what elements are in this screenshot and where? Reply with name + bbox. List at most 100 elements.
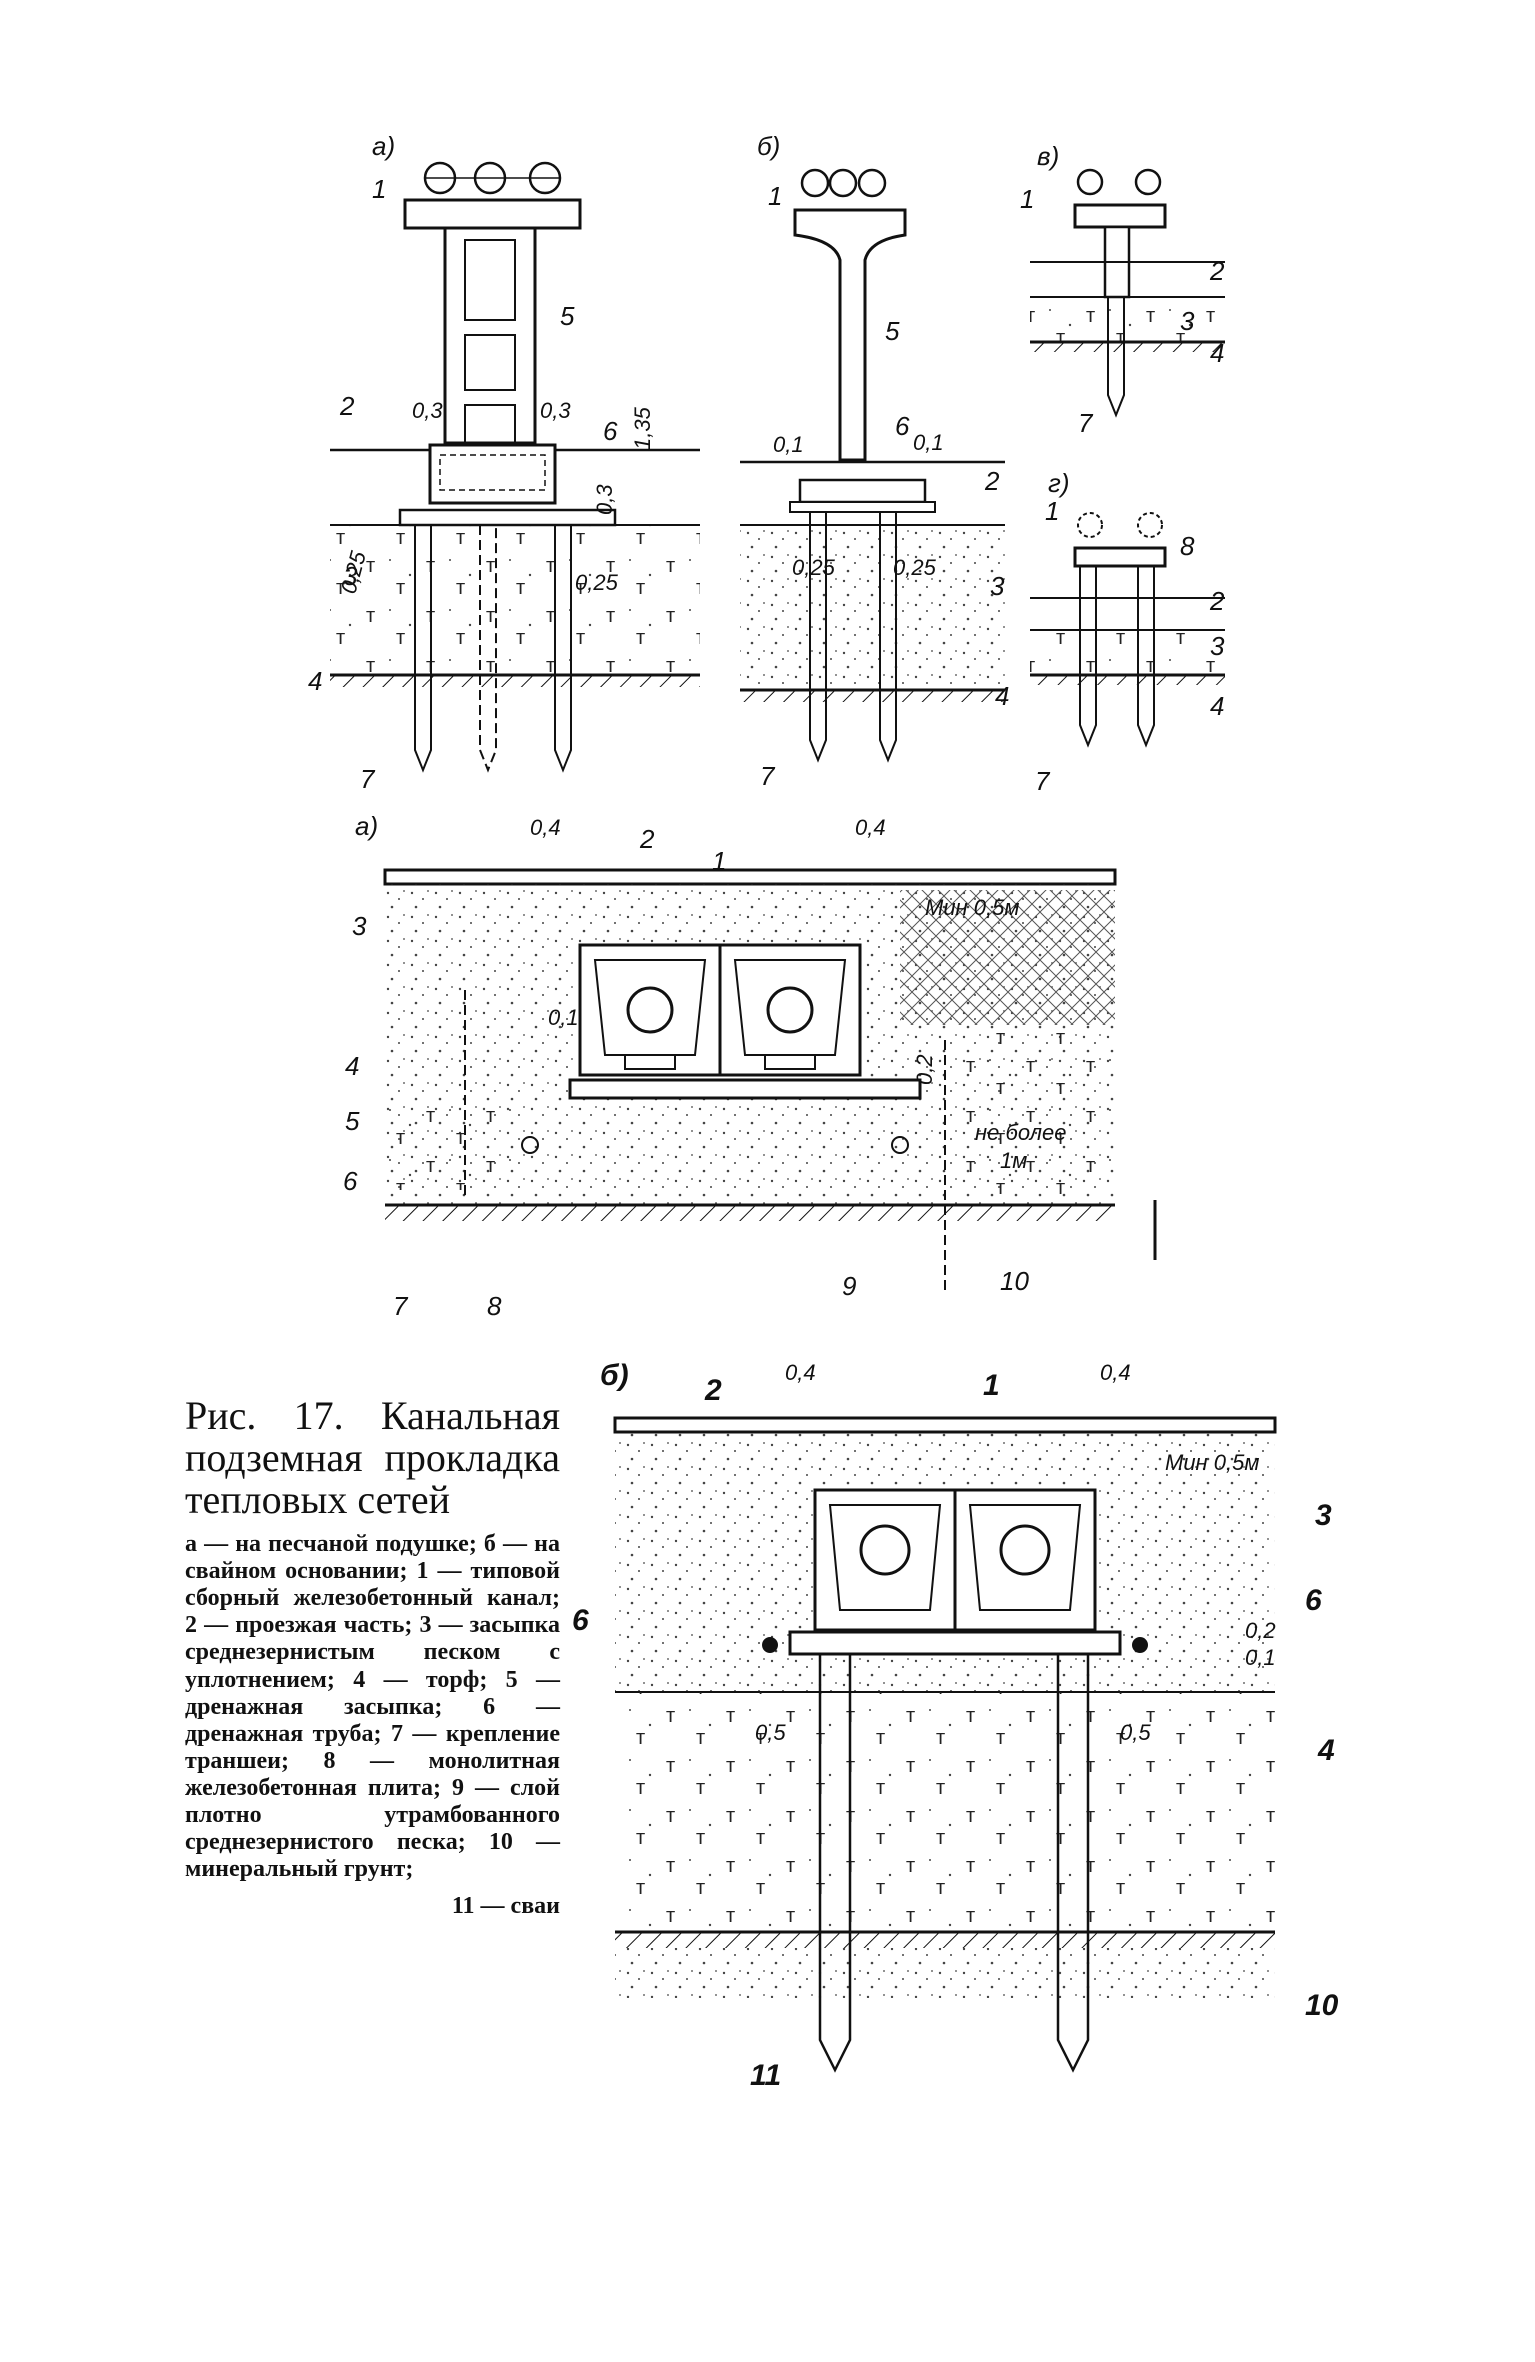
pipe-icon — [800, 168, 830, 198]
svg-text:7: 7 — [1035, 766, 1051, 796]
svg-text:8: 8 — [487, 1291, 502, 1321]
svg-text:г): г) — [1048, 468, 1069, 498]
pipe-icon — [766, 986, 814, 1034]
svg-text:0,2: 0,2 — [1245, 1618, 1276, 1643]
t-support — [793, 208, 907, 462]
canal-element — [953, 1488, 1097, 1632]
roadway — [383, 868, 1117, 886]
pipe-icon — [626, 986, 674, 1034]
svg-text:0,1: 0,1 — [773, 432, 804, 457]
sand-cushion — [428, 443, 557, 505]
svg-text:7: 7 — [393, 1291, 409, 1321]
svg-text:1: 1 — [768, 181, 782, 211]
pipe-icon — [1077, 512, 1103, 538]
svg-text:0,25: 0,25 — [792, 555, 836, 580]
panel-a-sand-cushion: а) 1 2 3 4 5 6 7 — [308, 131, 700, 794]
monolithic-slab — [568, 1078, 922, 1100]
drain-pipe-icon — [891, 1136, 909, 1154]
svg-text:0,25: 0,25 — [893, 555, 937, 580]
svg-text:0,1: 0,1 — [913, 430, 944, 455]
svg-text:0,4: 0,4 — [855, 815, 886, 840]
svg-text:5: 5 — [345, 1106, 360, 1136]
svg-text:1,35: 1,35 — [630, 406, 655, 450]
svg-text:0,1: 0,1 — [548, 1005, 579, 1030]
svg-text:4: 4 — [995, 681, 1009, 711]
svg-text:3: 3 — [343, 561, 358, 591]
svg-text:6: 6 — [603, 416, 618, 446]
svg-text:1: 1 — [372, 174, 386, 204]
svg-text:10: 10 — [1305, 1989, 1339, 2022]
svg-text:0,3: 0,3 — [412, 398, 443, 423]
svg-text:1: 1 — [1020, 184, 1034, 214]
svg-text:5: 5 — [885, 316, 900, 346]
pipe-icon — [857, 168, 887, 198]
svg-text:в): в) — [1037, 141, 1059, 171]
svg-text:6: 6 — [343, 1166, 358, 1196]
svg-text:0,1: 0,1 — [1245, 1645, 1276, 1670]
svg-text:4: 4 — [1317, 1734, 1335, 1767]
svg-text:Мин 0,5м: Мин 0,5м — [1165, 1450, 1259, 1475]
svg-text:0,4: 0,4 — [1100, 1360, 1131, 1385]
svg-text:2: 2 — [704, 1374, 722, 1407]
pipe-icon — [1134, 168, 1162, 196]
canal-element — [813, 1488, 957, 1632]
svg-text:4: 4 — [1210, 338, 1224, 368]
caption-legend: а — на песчаной подушке; б — на свайном … — [185, 1531, 560, 1883]
caption-last-item: 11 — сваи — [451, 1893, 560, 1920]
svg-text:7: 7 — [1078, 408, 1094, 438]
svg-text:1: 1 — [712, 846, 726, 876]
panel-g: г) 1 2 3 4 7 8 — [1030, 468, 1225, 796]
svg-text:3: 3 — [1210, 631, 1225, 661]
drain-pipe-icon — [1132, 1637, 1148, 1653]
svg-text:4: 4 — [308, 666, 322, 696]
svg-text:0,4: 0,4 — [530, 815, 561, 840]
svg-text:б): б) — [600, 1359, 629, 1392]
svg-text:2: 2 — [984, 466, 1000, 496]
figure-caption: Рис. 17. Канальная подземная прокладка т… — [185, 1395, 560, 1921]
svg-text:0,25: 0,25 — [575, 570, 619, 595]
svg-text:2: 2 — [1209, 256, 1225, 286]
pipe-icon — [859, 1524, 911, 1576]
compaction-zone — [900, 890, 1115, 1025]
pipe-icon — [1076, 168, 1104, 196]
svg-text:7: 7 — [360, 764, 376, 794]
svg-text:6: 6 — [572, 1604, 589, 1637]
svg-text:7: 7 — [760, 761, 776, 791]
bottom-panel-pile-section: б) 1 2 3 4 6 6 10 11 0,4 0,4 — [572, 1359, 1339, 2092]
svg-text:2: 2 — [339, 391, 355, 421]
canal-element — [718, 943, 862, 1077]
panel-v: в) 1 2 3 4 7 — [1020, 141, 1225, 438]
canal-element — [578, 943, 722, 1077]
svg-text:3: 3 — [352, 911, 367, 941]
svg-text:0,5: 0,5 — [755, 1720, 786, 1745]
panel-b-pile-foundation: б) 1 2 3 4 5 6 7 0,1 0,1 0,25 0,25 — [740, 131, 1009, 791]
peat-layer — [330, 525, 700, 675]
svg-text:4: 4 — [1210, 691, 1224, 721]
panel-a-label: а) — [372, 131, 395, 161]
svg-text:1м: 1м — [1000, 1148, 1027, 1173]
canal-slab — [403, 198, 582, 230]
svg-text:6: 6 — [1305, 1584, 1322, 1617]
svg-text:1: 1 — [983, 1369, 1000, 1402]
svg-text:Мин 0,5м: Мин 0,5м — [925, 895, 1019, 920]
svg-text:0,5: 0,5 — [1120, 1720, 1151, 1745]
svg-text:2: 2 — [1209, 586, 1225, 616]
grillage-slab — [788, 1630, 1122, 1656]
peat-layer — [615, 1692, 1275, 1932]
svg-text:3: 3 — [1180, 306, 1195, 336]
drain-pipe-icon — [762, 1637, 778, 1653]
svg-text:3: 3 — [1315, 1499, 1332, 1532]
roadway — [613, 1416, 1277, 1434]
svg-text:0,3: 0,3 — [540, 398, 571, 423]
svg-text:б): б) — [757, 131, 780, 161]
svg-text:0,2: 0,2 — [912, 1054, 937, 1085]
svg-text:а): а) — [355, 811, 378, 841]
svg-text:10: 10 — [1000, 1266, 1029, 1296]
svg-text:1: 1 — [1045, 496, 1059, 526]
pipe-icon — [828, 168, 858, 198]
svg-text:4: 4 — [345, 1051, 359, 1081]
svg-text:11: 11 — [750, 2059, 781, 2092]
svg-text:3: 3 — [990, 571, 1005, 601]
svg-text:не более: не более — [975, 1120, 1066, 1145]
